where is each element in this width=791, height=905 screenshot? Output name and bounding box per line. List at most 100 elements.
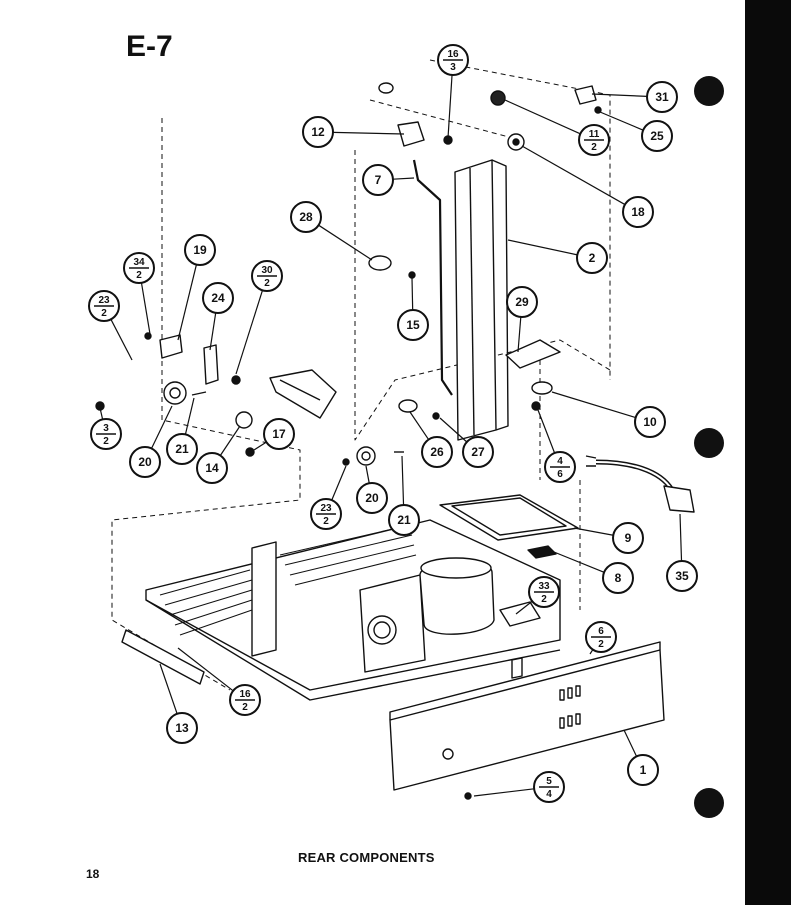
leader-c-24 — [209, 312, 217, 351]
callout-c-7: 7 — [362, 164, 394, 196]
callout-number: 8 — [615, 571, 622, 585]
condenser-coil — [159, 524, 417, 636]
callout-c-35: 35 — [666, 560, 698, 592]
diagram-caption: REAR COMPONENTS — [298, 850, 435, 865]
leader-c-11-2 — [504, 99, 581, 135]
callout-number: 19 — [193, 243, 207, 257]
leader-c-15 — [411, 277, 414, 311]
left-side-parts — [95, 332, 337, 457]
callout-number-top: 23 — [98, 295, 110, 306]
leader-c-18 — [521, 145, 626, 206]
panel-screw — [464, 792, 472, 800]
leader-c-26 — [409, 411, 430, 440]
callout-c-12: 12 — [302, 116, 334, 148]
callout-c-4-6: 46 — [544, 451, 576, 483]
callout-c-10: 10 — [634, 406, 666, 438]
callout-c-20a: 20 — [129, 446, 161, 478]
capillary-tube — [412, 159, 453, 396]
leader-c-27 — [439, 417, 468, 443]
callout-number-top: 30 — [261, 265, 273, 276]
callout-number: 9 — [625, 531, 632, 545]
power-cord — [585, 455, 695, 513]
leader-c-3-2 — [99, 407, 104, 420]
callout-c-16-3: 163 — [437, 44, 469, 76]
callout-c-21a: 21 — [166, 433, 198, 465]
callout-c-9: 9 — [612, 522, 644, 554]
leader-c-33-2 — [515, 600, 533, 615]
callout-number: 29 — [515, 295, 529, 309]
callout-number: 13 — [175, 721, 189, 735]
callout-number-bottom: 2 — [541, 594, 547, 605]
callout-number: 31 — [655, 90, 669, 104]
callout-c-13: 13 — [166, 712, 198, 744]
callout-c-21b: 21 — [388, 504, 420, 536]
leader-c-23-2a — [110, 319, 133, 361]
leader-c-23-2b — [331, 465, 347, 501]
binder-hole-middle — [694, 428, 724, 458]
callout-number-bottom: 2 — [591, 142, 597, 153]
callout-c-24: 24 — [202, 282, 234, 314]
callout-c-2: 2 — [576, 242, 608, 274]
leader-c-31 — [591, 93, 648, 97]
scan-edge-bar — [745, 0, 791, 905]
callout-c-28: 28 — [290, 201, 322, 233]
callout-number-bottom: 2 — [136, 270, 142, 281]
callout-number: 2 — [589, 251, 596, 265]
rear-panel — [389, 641, 665, 791]
callout-c-20b: 20 — [356, 482, 388, 514]
drip-tray — [439, 494, 579, 559]
callout-c-1: 1 — [627, 754, 659, 786]
callout-c-6-2: 62 — [585, 621, 617, 653]
base-pan — [145, 519, 561, 701]
callout-c-30-2: 302 — [251, 260, 283, 292]
callout-number: 21 — [175, 442, 189, 456]
callout-c-26: 26 — [421, 436, 453, 468]
leader-c-2 — [507, 239, 578, 256]
leader-c-5-4 — [473, 788, 535, 797]
callout-number-top: 5 — [546, 776, 552, 787]
callout-number: 27 — [471, 445, 485, 459]
leader-c-17 — [253, 441, 267, 451]
leader-c-21b — [401, 455, 405, 506]
callout-number-bottom: 4 — [546, 789, 552, 800]
callout-number-bottom: 2 — [242, 702, 248, 713]
callout-number-top: 34 — [133, 257, 145, 268]
callout-number-top: 4 — [557, 456, 563, 467]
leader-c-34-2 — [140, 282, 151, 335]
callout-c-33-2: 332 — [528, 576, 560, 608]
leader-c-35 — [679, 513, 683, 562]
leader-c-16-3 — [447, 74, 453, 139]
leader-c-20b — [365, 465, 370, 484]
callout-c-27: 27 — [462, 436, 494, 468]
callout-c-17: 17 — [263, 418, 295, 450]
callout-number-top: 11 — [589, 129, 600, 140]
callout-number-bottom: 6 — [557, 469, 563, 480]
callout-number-bottom: 2 — [323, 516, 329, 527]
callout-c-19: 19 — [184, 234, 216, 266]
leader-c-30-2 — [235, 290, 264, 375]
callout-c-31: 31 — [646, 81, 678, 113]
callout-number-top: 16 — [239, 689, 251, 700]
top-fittings — [368, 82, 602, 279]
callout-number: 20 — [365, 491, 379, 505]
binder-hole-bottom — [694, 788, 724, 818]
callout-number: 20 — [138, 455, 152, 469]
callout-number-bottom: 2 — [101, 308, 107, 319]
callout-c-34-2: 342 — [123, 252, 155, 284]
callout-c-16-2: 162 — [229, 684, 261, 716]
callout-c-14: 14 — [196, 452, 228, 484]
callout-c-8: 8 — [602, 562, 634, 594]
callout-number: 35 — [675, 569, 689, 583]
leader-c-19 — [177, 264, 198, 341]
leader-c-20a — [150, 405, 173, 449]
callout-c-5-4: 54 — [533, 771, 565, 803]
callout-c-23-2a: 232 — [88, 290, 120, 322]
leader-c-7 — [392, 177, 415, 180]
leader-c-12 — [332, 131, 405, 135]
callout-number-bottom: 2 — [598, 639, 604, 650]
page-number: 18 — [86, 867, 100, 881]
leader-c-13 — [159, 663, 178, 715]
middle-parts — [342, 339, 561, 466]
